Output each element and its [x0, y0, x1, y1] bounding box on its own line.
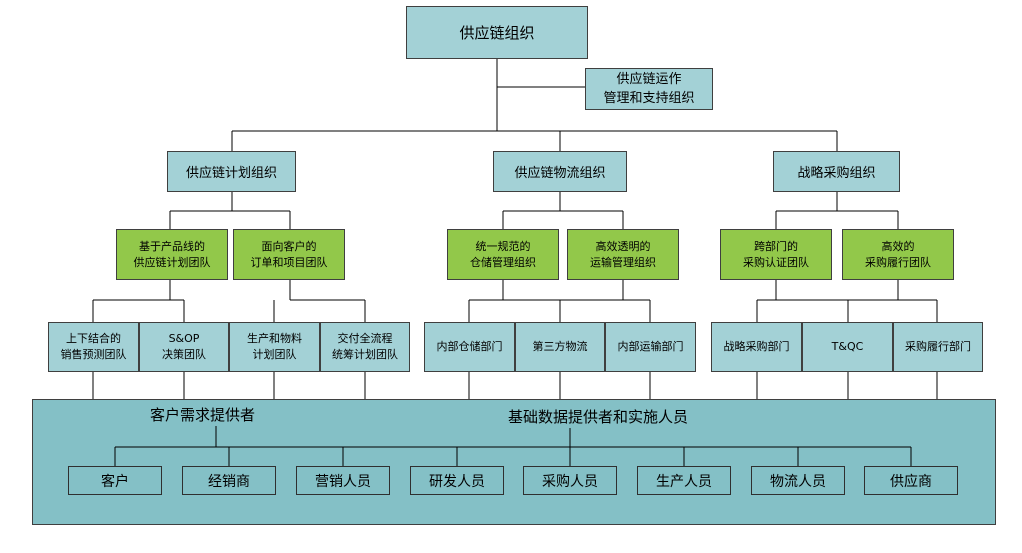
branch-logistics-label: 供应链物流组织 [514, 166, 606, 181]
unit-node: 内部运输部门 [605, 322, 696, 372]
unit-label: 战略采购部门 [723, 340, 790, 353]
team-line1: 面向客户的 [261, 239, 317, 253]
team-line2: 采购认证团队 [743, 255, 809, 269]
unit-label: 内部仓储部门 [436, 340, 503, 353]
actor-marketing: 营销人员 [296, 466, 390, 495]
actor-rnd: 研发人员 [410, 466, 504, 495]
team-line1: 高效的 [881, 239, 915, 253]
unit-line2: 销售预测团队 [60, 348, 127, 361]
branch-planning: 供应链计划组织 [167, 151, 296, 192]
actor-label: 采购人员 [542, 473, 598, 490]
team-line2: 运输管理组织 [590, 255, 656, 269]
unit-node: 战略采购部门 [711, 322, 802, 372]
actor-customer: 客户 [68, 466, 162, 495]
team-node: 高效的 采购履行团队 [842, 229, 954, 280]
actor-distributor: 经销商 [182, 466, 276, 495]
unit-node: 上下结合的 销售预测团队 [48, 322, 139, 372]
unit-node: T&QC [802, 322, 893, 372]
stakeholder-bar [32, 399, 996, 525]
team-node: 跨部门的 采购认证团队 [720, 229, 832, 280]
team-line1: 基于产品线的 [139, 239, 205, 253]
unit-node: 采购履行部门 [893, 322, 983, 372]
team-node: 统一规范的 仓储管理组织 [447, 229, 559, 280]
unit-label: T&QC [831, 340, 864, 353]
team-line1: 跨部门的 [754, 239, 798, 253]
unit-line1: 交付全流程 [337, 332, 393, 345]
unit-node: 交付全流程 统筹计划团队 [320, 322, 410, 372]
unit-node: 内部仓储部门 [424, 322, 515, 372]
actor-supplier: 供应商 [864, 466, 958, 495]
unit-line2: 统筹计划团队 [332, 348, 398, 361]
branch-procurement-label: 战略采购组织 [797, 166, 876, 181]
root-label: 供应链组织 [459, 24, 535, 42]
team-line2: 订单和项目团队 [250, 255, 328, 269]
actor-label: 物流人员 [770, 473, 826, 490]
unit-node: 生产和物料 计划团队 [229, 322, 320, 372]
actor-label: 研发人员 [429, 473, 485, 490]
team-line2: 采购履行团队 [865, 255, 931, 269]
actor-purchasing: 采购人员 [523, 466, 617, 495]
unit-line2: 计划团队 [252, 348, 297, 361]
actor-label: 客户 [101, 473, 129, 490]
team-node: 面向客户的 订单和项目团队 [233, 229, 345, 280]
unit-label: 内部运输部门 [617, 340, 684, 353]
root-node: 供应链组织 [406, 6, 588, 59]
unit-label: 采购履行部门 [905, 340, 971, 353]
actor-label: 生产人员 [656, 473, 712, 490]
unit-node: 第三方物流 [515, 322, 605, 372]
actor-logistics: 物流人员 [751, 466, 845, 495]
unit-line2: 决策团队 [162, 348, 206, 361]
unit-label: 第三方物流 [532, 340, 588, 353]
team-line2: 仓储管理组织 [470, 255, 536, 269]
unit-line1: 生产和物料 [247, 332, 302, 345]
team-line2: 供应链计划团队 [133, 255, 211, 269]
team-line1: 统一规范的 [475, 239, 531, 253]
team-node: 高效透明的 运输管理组织 [567, 229, 679, 280]
branch-planning-label: 供应链计划组织 [185, 166, 277, 181]
actor-label: 营销人员 [315, 473, 371, 490]
branch-procurement: 战略采购组织 [773, 151, 900, 192]
team-line1: 高效透明的 [595, 239, 651, 253]
unit-line1: S&OP [168, 332, 200, 345]
unit-line1: 上下结合的 [66, 332, 121, 345]
branch-logistics: 供应链物流组织 [493, 151, 627, 192]
actor-label: 供应商 [890, 473, 932, 490]
actor-production: 生产人员 [637, 466, 731, 495]
unit-node: S&OP 决策团队 [139, 322, 229, 372]
support-line1: 供应链运作 [616, 72, 682, 87]
data-provider-label: 基础数据提供者和实施人员 [508, 408, 689, 426]
team-node: 基于产品线的 供应链计划团队 [116, 229, 228, 280]
actor-label: 经销商 [208, 473, 250, 490]
demand-provider-label: 客户需求提供者 [150, 406, 256, 424]
support-node: 供应链运作 管理和支持组织 [585, 68, 713, 110]
support-line2: 管理和支持组织 [603, 91, 695, 106]
